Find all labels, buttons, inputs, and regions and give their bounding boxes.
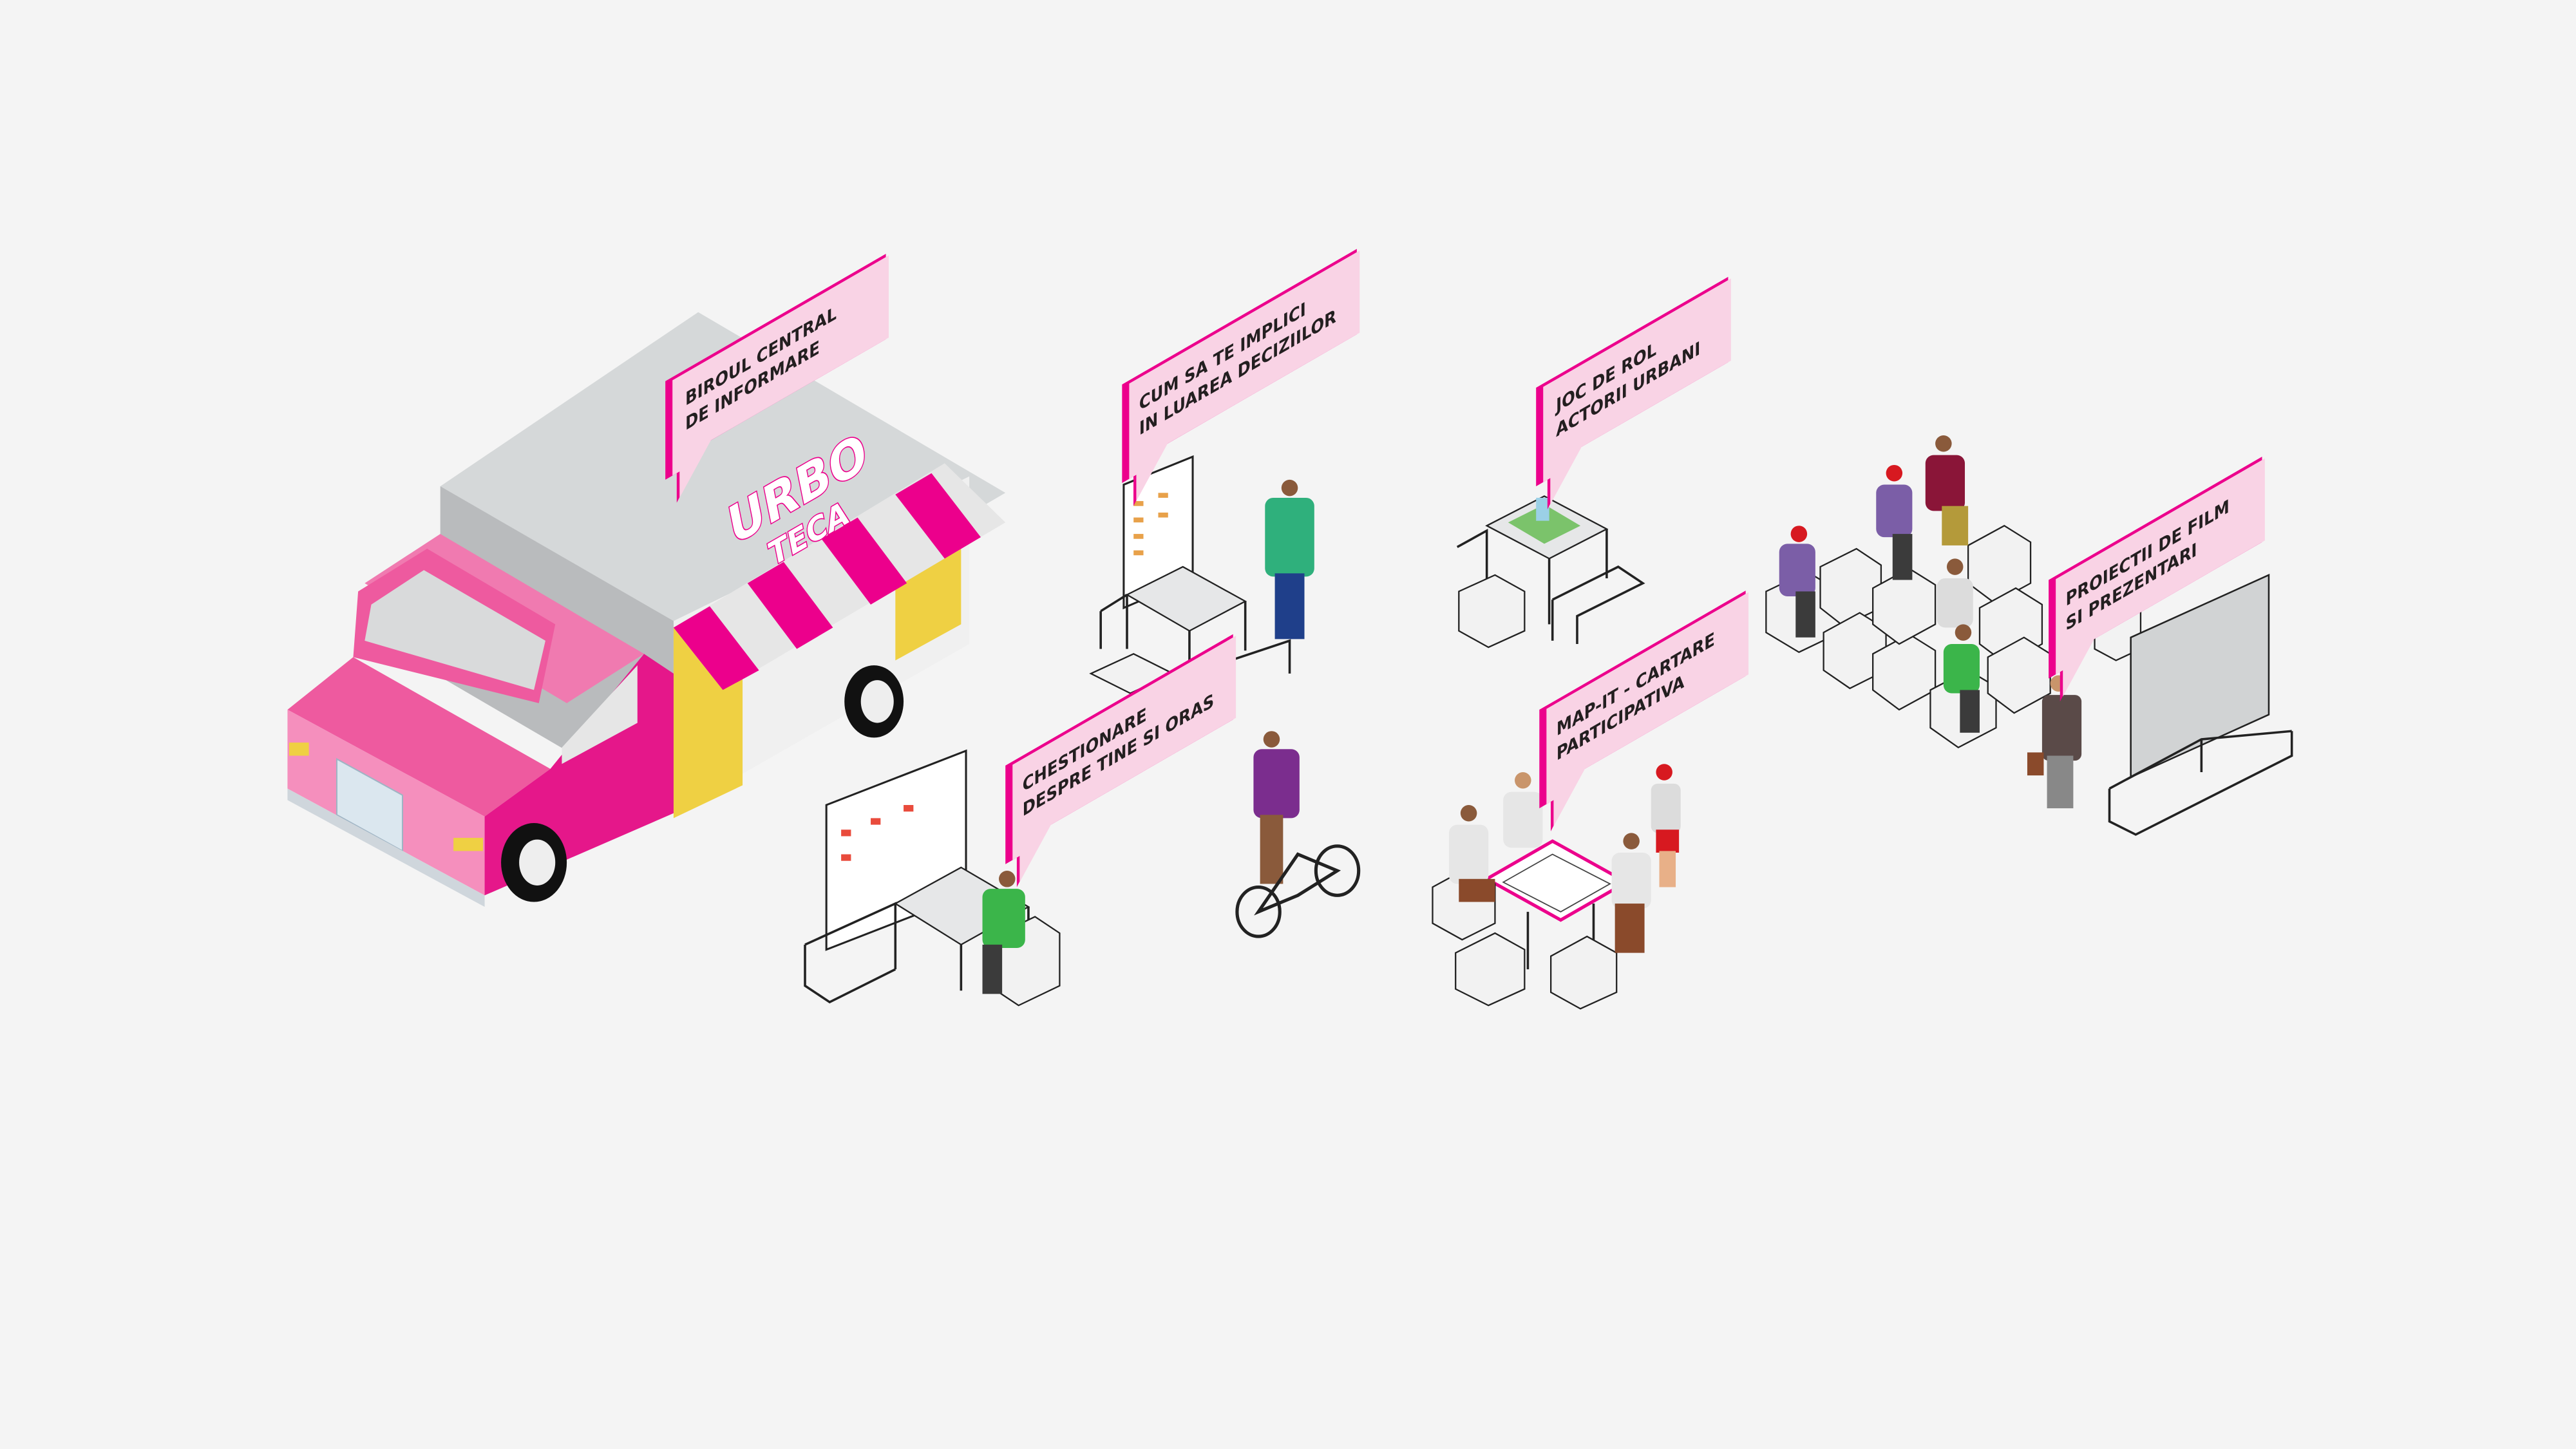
station-cubes-seating <box>1765 435 2293 836</box>
truck-headlight-right <box>453 838 483 851</box>
urboteca-truck: URBO TECA <box>287 312 1006 907</box>
truck-wheel-rear <box>844 665 904 738</box>
person-cubes-1 <box>1779 526 1815 638</box>
station-info-board <box>1089 455 1314 699</box>
person-sitting-green <box>982 871 1025 994</box>
sign-role-play: JOC DE ROL ACTORII URBANI <box>1536 276 1731 509</box>
person-cubes-2 <box>1876 464 1913 580</box>
truck-windshield-glass <box>365 570 545 690</box>
truck-side-window <box>562 665 638 764</box>
truck-hood <box>287 657 551 817</box>
person-map-1 <box>1449 805 1495 902</box>
truck-awning <box>673 463 1006 690</box>
station-role-play <box>1456 495 1645 649</box>
person-cubes-3 <box>1925 435 1969 545</box>
truck-headlight-left <box>289 743 309 756</box>
projection-screen <box>2130 573 2270 779</box>
bicycle-icon <box>1235 844 1361 938</box>
person-cubes-5 <box>1943 624 1980 733</box>
person-cubes-4 <box>1937 558 1973 628</box>
person-standing-green <box>1265 479 1314 639</box>
truck-wheel-front <box>501 823 567 902</box>
station-questionnaire <box>804 749 1061 1007</box>
truck-bumper <box>287 788 485 907</box>
person-woman-red <box>1651 764 1681 887</box>
person-map-3 <box>1611 833 1651 953</box>
sign-map-it: MAP-IT - CARTARE PARTICIPATIVA <box>1539 591 1749 831</box>
station-map-it <box>1432 764 1681 1010</box>
person-map-2 <box>1503 772 1543 848</box>
person-cyclist <box>1235 731 1361 938</box>
